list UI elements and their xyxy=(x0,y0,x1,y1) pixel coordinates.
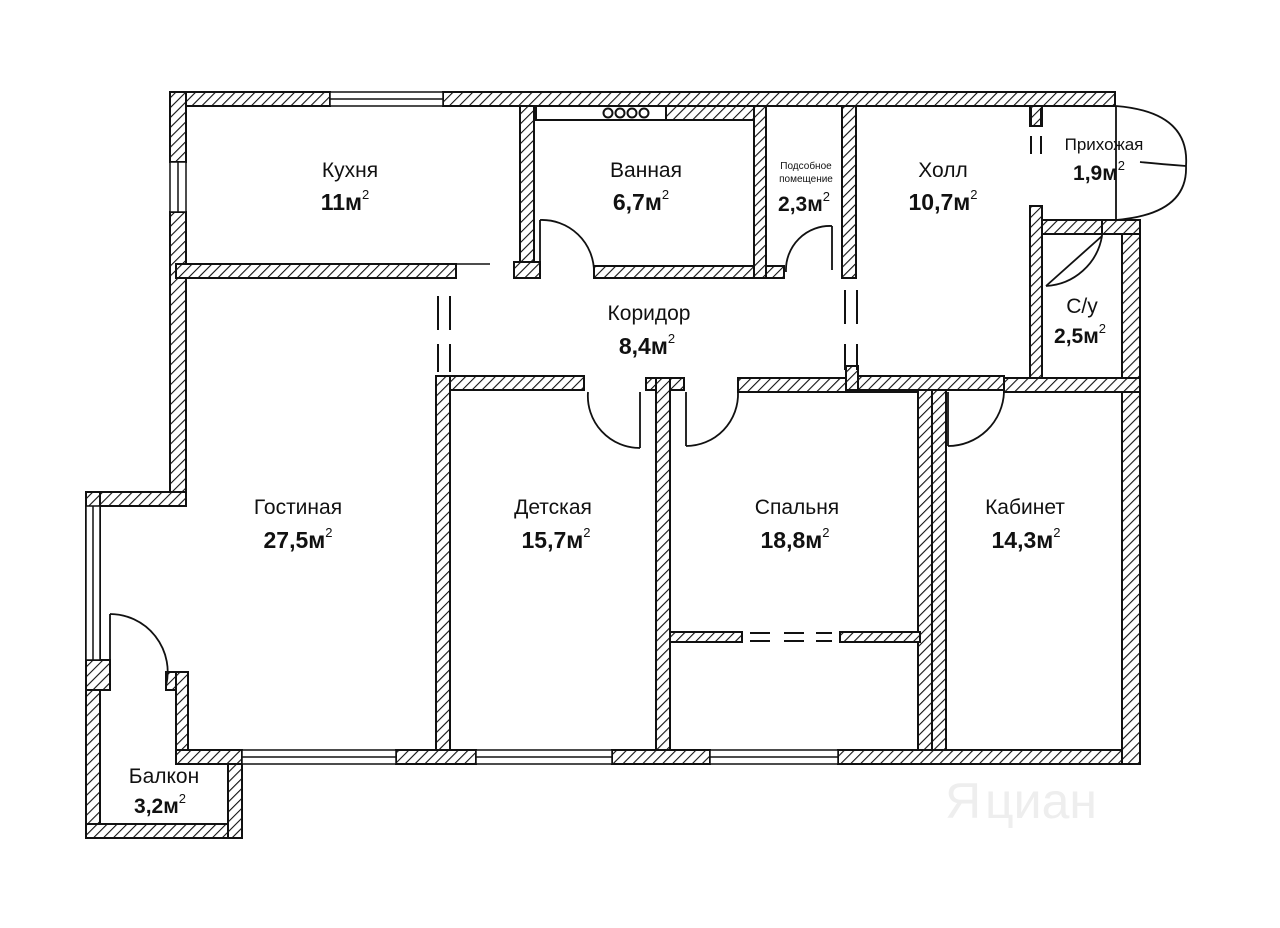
burner-icon xyxy=(638,107,650,119)
room-name: Спальня xyxy=(755,496,839,519)
room-area: 6,7м xyxy=(613,189,662,215)
area-unit-sup: 2 xyxy=(970,187,977,202)
area-unit-sup: 2 xyxy=(583,525,590,540)
room-area: 8,4м xyxy=(619,333,668,359)
room-name: Прихожая xyxy=(1065,135,1144,154)
walls xyxy=(85,91,1141,839)
svg-text:2,3м2: 2,3м2 xyxy=(778,189,830,216)
room-study: Кабинет 14,3м2 xyxy=(985,496,1065,553)
doors xyxy=(109,105,1187,690)
room-bedroom: Спальня 18,8м2 xyxy=(755,496,839,553)
area-unit-sup: 2 xyxy=(1099,321,1106,336)
door-bathroom xyxy=(539,219,595,273)
room-area: 15,7м xyxy=(521,527,583,553)
svg-text:6,7м2: 6,7м2 xyxy=(613,187,669,215)
windows xyxy=(85,91,839,765)
burner-icon xyxy=(602,107,614,119)
svg-text:2,5м2: 2,5м2 xyxy=(1054,321,1106,348)
room-area: 2,5м xyxy=(1054,325,1099,348)
room-name: Гостиная xyxy=(254,496,342,519)
room-living: Гостиная 27,5м2 xyxy=(254,496,342,553)
door-wc xyxy=(1045,234,1103,287)
room-name: Холл xyxy=(918,159,968,182)
room-name: Балкон xyxy=(129,765,199,788)
room-name: Коридор xyxy=(608,302,691,325)
burner-icon xyxy=(614,107,626,119)
door-utility xyxy=(785,225,833,273)
room-area: 11м xyxy=(321,189,362,215)
room-entrance: Прихожая 1,9м2 xyxy=(1065,135,1144,185)
room-balcony: Балкон 3,2м2 xyxy=(129,765,199,818)
room-area: 2,3м xyxy=(778,193,823,216)
room-name: С/у xyxy=(1066,295,1098,318)
area-unit-sup: 2 xyxy=(179,791,186,806)
room-wc: С/у 2,5м2 xyxy=(1054,295,1106,348)
room-name: Детская xyxy=(514,496,592,519)
door-entrance xyxy=(1115,105,1187,221)
room-name: Кухня xyxy=(322,159,378,182)
room-name: Ванная xyxy=(610,159,682,182)
room-name-line1: Подсобное xyxy=(780,160,832,172)
room-utility: Подсобное помещение 2,3м2 xyxy=(778,160,833,216)
area-unit-sup: 2 xyxy=(823,189,830,204)
openings xyxy=(437,108,1042,642)
bathroom-fixture xyxy=(535,105,667,121)
burner-icon xyxy=(626,107,638,119)
room-corridor: Коридор 8,4м2 xyxy=(608,302,691,359)
svg-text:3,2м2: 3,2м2 xyxy=(134,791,186,818)
room-area: 18,8м xyxy=(760,527,822,553)
room-kitchen: Кухня 11м2 xyxy=(321,159,378,215)
svg-text:11м2: 11м2 xyxy=(321,187,370,215)
room-labels: Кухня 11м2 Ванная 6,7м2 Подсобное помеще… xyxy=(129,135,1144,818)
svg-text:1,9м2: 1,9м2 xyxy=(1073,158,1125,185)
area-unit-sup: 2 xyxy=(362,187,369,202)
room-area: 1,9м xyxy=(1073,162,1118,185)
area-unit-sup: 2 xyxy=(822,525,829,540)
room-kids: Детская 15,7м2 xyxy=(514,496,592,553)
room-area: 27,5м xyxy=(263,527,325,553)
watermark-text: циан xyxy=(985,773,1097,829)
svg-text:8,4м2: 8,4м2 xyxy=(619,331,675,359)
door-kids xyxy=(586,391,641,449)
room-area: 10,7м xyxy=(908,189,970,215)
door-bedroom xyxy=(685,391,739,447)
area-unit-sup: 2 xyxy=(325,525,332,540)
room-area: 3,2м xyxy=(134,795,179,818)
area-unit-sup: 2 xyxy=(1053,525,1060,540)
room-name: Кабинет xyxy=(985,496,1065,519)
svg-text:15,7м2: 15,7м2 xyxy=(521,525,590,553)
room-area: 14,3м xyxy=(991,527,1053,553)
room-hall: Холл 10,7м2 xyxy=(908,159,977,215)
svg-text:14,3м2: 14,3м2 xyxy=(991,525,1060,553)
room-name-line2: помещение xyxy=(779,174,833,185)
svg-text:18,8м2: 18,8м2 xyxy=(760,525,829,553)
area-unit-sup: 2 xyxy=(662,187,669,202)
area-unit-sup: 2 xyxy=(668,331,675,346)
door-study xyxy=(947,391,1005,447)
watermark-logo-icon: Я xyxy=(945,773,981,829)
svg-text:27,5м2: 27,5м2 xyxy=(263,525,332,553)
svg-text:10,7м2: 10,7м2 xyxy=(908,187,977,215)
room-bathroom: Ванная 6,7м2 xyxy=(610,159,682,215)
area-unit-sup: 2 xyxy=(1118,158,1125,173)
watermark: Я циан xyxy=(945,773,1097,829)
door-balcony xyxy=(109,613,169,690)
